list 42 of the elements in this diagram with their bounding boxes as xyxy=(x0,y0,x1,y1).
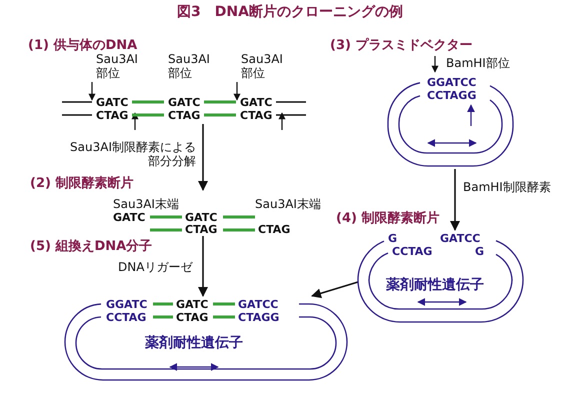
dna-sequence: GGATCC xyxy=(427,76,476,89)
dna-sequence: GATC xyxy=(185,211,218,224)
dna-sequence: GATC xyxy=(168,96,200,109)
dna-sequence: CCTAGG xyxy=(427,89,476,102)
dna-sequence: CCTAG xyxy=(392,245,432,258)
dna-sequence: GGATC xyxy=(106,298,148,311)
dna-sequence: G xyxy=(388,232,398,245)
step-heading: (4) 制限酵素断片 xyxy=(336,211,440,226)
dna-sequence: CTAG xyxy=(240,109,272,122)
dna-sequence: GATCC xyxy=(238,298,278,311)
dna-sequence: CTAG xyxy=(176,311,208,324)
arrow xyxy=(198,124,208,191)
gene-label: 薬剤耐性遺伝子 xyxy=(386,276,484,294)
arrow xyxy=(311,281,358,298)
dna-sequence: GATC xyxy=(176,298,208,311)
site-label: Sau3AI 部位 xyxy=(96,52,139,80)
dna-sequence: CCTAG xyxy=(106,311,146,324)
dna-sequence: GATCC xyxy=(440,232,480,245)
step-heading: (5) 組換えDNA分子 xyxy=(30,239,152,254)
gene-label: 薬剤耐性遺伝子 xyxy=(145,334,243,352)
step-heading: (3) プラスミドベクター xyxy=(330,38,472,53)
dna-sequence: CTAG xyxy=(258,223,290,236)
site-label: Sau3AI 部位 xyxy=(168,52,211,80)
dna-sequence: GATC xyxy=(240,96,272,109)
dna-sequence: GATC xyxy=(96,96,128,109)
step-heading: (2) 制限酵素断片 xyxy=(30,176,134,191)
site-label: Sau3AI 部位 xyxy=(241,52,284,80)
edge-label: DNAリガーゼ xyxy=(118,260,194,274)
dna-sequence: CTAG xyxy=(168,109,200,122)
edge-label: BamHI制限酵素 xyxy=(463,180,552,194)
step-heading: (1) 供与体のDNA xyxy=(28,38,138,53)
arrow xyxy=(450,169,460,231)
title: 図3 DNA断片のクローニングの例 xyxy=(176,5,404,20)
arrow xyxy=(198,236,208,297)
dna-sequence: G xyxy=(475,245,484,258)
site-label: Sau3AI末端 xyxy=(255,197,321,211)
edge-label: Sau3AI制限酵素による部分分解 xyxy=(69,140,196,168)
dna-sequence: GATC xyxy=(113,211,146,224)
dna-sequence: CTAG xyxy=(96,109,128,122)
dna-sequence: CTAGG xyxy=(238,311,280,324)
site-label: Sau3AI末端 xyxy=(113,197,179,211)
dna-sequence: CTAG xyxy=(185,223,218,236)
